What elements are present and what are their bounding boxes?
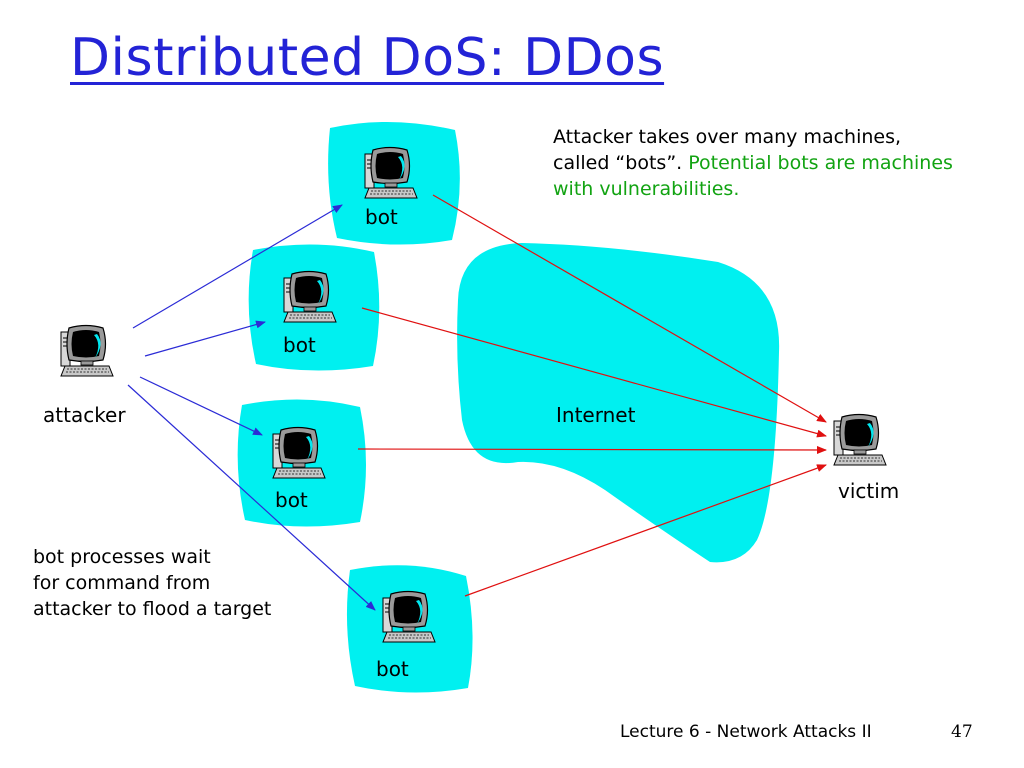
bot-label: bot	[376, 657, 409, 681]
attacker-computer-icon	[60, 324, 114, 377]
bot-process-note-line: attacker to flood a target	[33, 598, 272, 620]
bot-process-note-line: bot processes wait	[33, 546, 211, 568]
bots-note: Attacker takes over many machines, calle…	[553, 124, 953, 202]
attacker-label: attacker	[43, 403, 126, 427]
attack-arrow	[464, 464, 827, 597]
bot-label: bot	[275, 488, 308, 512]
victim-computer-icon	[833, 413, 887, 466]
bots-note-highlight: Potential bots are machines with vulnera…	[553, 152, 953, 200]
page-number: 47	[951, 722, 973, 742]
bot-label: bot	[365, 205, 398, 229]
bot-process-note-line: for command from	[33, 572, 211, 594]
command-arrow	[139, 376, 263, 436]
bot-label: bot	[283, 333, 316, 357]
bots-note-text: Attacker takes over many machines, calle…	[553, 126, 902, 174]
command-arrow	[127, 384, 376, 611]
victim-label: victim	[838, 479, 900, 503]
internet-label: Internet	[556, 403, 636, 427]
slide-title: Distributed DoS: DDos	[70, 28, 665, 88]
internet-cloud	[457, 243, 780, 563]
bot-process-note: bot processes wait for command from atta…	[33, 544, 271, 622]
slide-footer: Lecture 6 - Network Attacks II	[620, 722, 872, 742]
attack-arrow	[432, 194, 827, 423]
attack-arrow	[357, 445, 827, 454]
command-arrow	[144, 320, 266, 357]
command-arrow	[132, 204, 343, 329]
attack-arrow	[361, 307, 827, 438]
